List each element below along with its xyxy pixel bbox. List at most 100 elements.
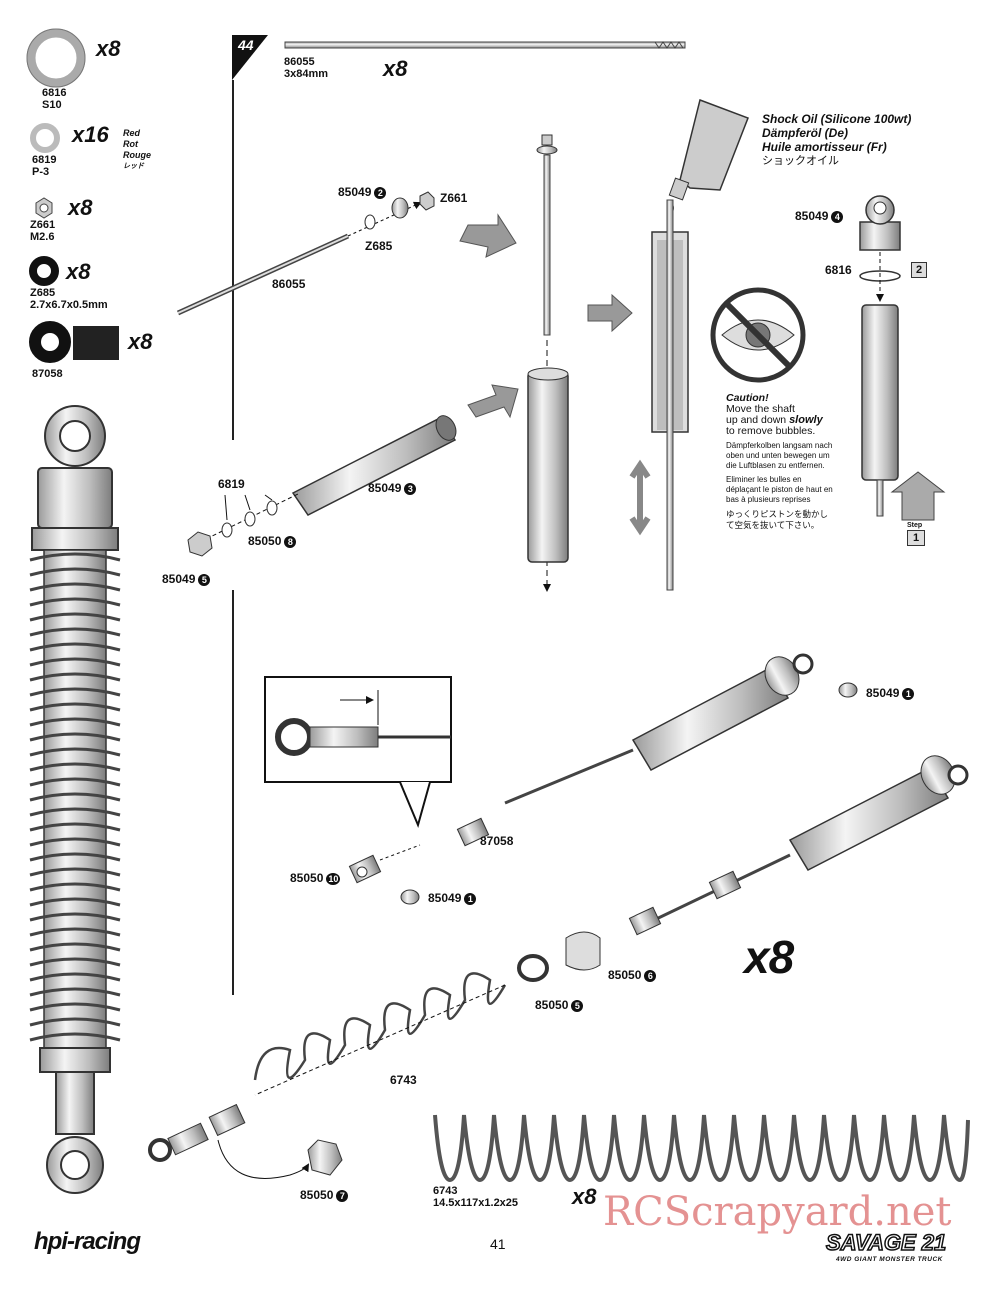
spring-size: 14.5x117x1.2x25 <box>433 1197 519 1209</box>
caution-line-2: up and down slowly <box>726 415 836 426</box>
page-number: 41 <box>490 1236 506 1252</box>
callout-badge: 1 <box>902 687 915 700</box>
step-number: 44 <box>238 37 254 53</box>
oil-title-jp: ショックオイル <box>762 155 839 167</box>
qty-z685: x8 <box>66 259 91 284</box>
label-86055: 86055 <box>272 277 306 291</box>
callout-badge: 1 <box>464 892 477 905</box>
watermark: RCScrapyard.net <box>603 1189 952 1235</box>
spring-qty: x8 <box>572 1184 597 1209</box>
assembled-shock-illustration <box>29 405 121 1194</box>
caution-note: Caution! Move the shaft up and down slow… <box>726 393 836 531</box>
part-size-z661: M2.6 <box>30 231 55 243</box>
rod-end-detail-inset <box>264 676 452 829</box>
callout-badge: 3 <box>404 482 417 495</box>
color-fr: Rouge <box>123 150 151 160</box>
step-1-box: 1 <box>907 530 925 546</box>
caution-fr: Eliminer les bulles en déplaçant le pist… <box>726 475 833 504</box>
flow-arrows <box>459 213 633 419</box>
shock-body-assembly <box>187 415 457 557</box>
qty-z661: x8 <box>68 195 93 220</box>
part-number: 85050 <box>608 968 642 982</box>
label-6816: 6816 <box>825 263 852 277</box>
part-6819-ring <box>30 123 60 153</box>
part-size-6816: S10 <box>42 99 62 111</box>
shaft-assembly <box>176 191 435 316</box>
part-number-6816: 6816 <box>42 87 67 99</box>
lower-rod-end <box>148 1103 343 1179</box>
part-number: 85049 <box>866 686 900 700</box>
part-number: 85049 <box>162 572 196 586</box>
part-number: 85050 <box>290 871 324 885</box>
part-z685-washer <box>29 256 59 286</box>
oil-title-en: Shock Oil (Silicone 100wt) <box>762 112 912 126</box>
part-number: 85049 <box>795 209 829 223</box>
part-number: 85049 <box>428 891 462 905</box>
caution-title: Caution! <box>726 392 769 404</box>
part-number: 85049 <box>368 481 402 495</box>
qty-6819: x16 <box>72 122 109 147</box>
part-number-z661: Z661 <box>30 219 56 231</box>
part-number-6819: 6819 <box>32 154 57 166</box>
callout-badge: 4 <box>831 210 844 223</box>
callout-badge: 7 <box>336 1189 349 1202</box>
spring-6743-diagonal <box>253 972 507 1096</box>
part-number: 85050 <box>535 998 569 1012</box>
label-6819: 6819 <box>218 477 245 491</box>
callout-badge: 2 <box>374 186 387 199</box>
part-number: 85050 <box>248 534 282 548</box>
color-jp: レッド <box>123 163 144 170</box>
product-subtitle: 4WD GIANT MONSTER TRUCK <box>836 1256 943 1263</box>
caution-line-1: Move the shaft <box>726 403 795 415</box>
callout-badge: 5 <box>571 999 584 1012</box>
step-2-box: 2 <box>911 262 927 278</box>
callout-badge: 10 <box>326 872 341 885</box>
color-de: Rot <box>123 139 138 149</box>
shaft-size: 3x84mm <box>284 68 329 80</box>
part-6816-ring <box>26 28 86 88</box>
spring-part-number: 6743 <box>433 1185 458 1197</box>
oil-title-fr: Huile amortisseur (Fr) <box>762 140 887 154</box>
shaft-86055-top <box>284 41 686 49</box>
part-number-87058: 87058 <box>32 368 63 380</box>
callout-badge: 6 <box>644 969 657 982</box>
part-87058-foam <box>29 321 119 363</box>
big-qty: x8 <box>744 931 794 983</box>
caution-line-3: to remove bubbles. <box>726 425 816 437</box>
step-label: Step <box>907 522 923 529</box>
product-logo: SAVAGE 21 <box>825 1230 947 1255</box>
callout-badge: 5 <box>198 573 211 586</box>
no-eye-contact-symbol <box>710 287 806 383</box>
part-number: 85050 <box>300 1188 334 1202</box>
label-z685: Z685 <box>365 239 393 253</box>
oil-bottle <box>668 99 749 213</box>
caution-emphasis: slowly <box>789 414 823 426</box>
callout-badge: 8 <box>284 535 297 548</box>
oil-instructions: Shock Oil (Silicone 100wt) Dämpferöl (De… <box>762 112 911 168</box>
caution-line-2-text: up and down <box>726 414 790 426</box>
shock-cap-assembly <box>859 195 946 521</box>
qty-87058: x8 <box>128 329 153 354</box>
shaft-part-number: 86055 <box>284 56 315 68</box>
label-87058: 87058 <box>480 834 514 848</box>
lower-shock-assembly <box>348 653 969 982</box>
part-size-6819: P-3 <box>32 166 50 178</box>
label-z661: Z661 <box>440 191 468 205</box>
shaft-qty: x8 <box>383 56 408 81</box>
qty-6816: x8 <box>96 36 121 61</box>
part-size-z685: 2.7x6.7x0.5mm <box>30 299 108 311</box>
shaft-vertical <box>527 134 569 592</box>
caution-jp: ゆっくりピストンを動かして空気を抜いて下さい。 <box>726 509 829 530</box>
label-6743: 6743 <box>390 1073 417 1087</box>
